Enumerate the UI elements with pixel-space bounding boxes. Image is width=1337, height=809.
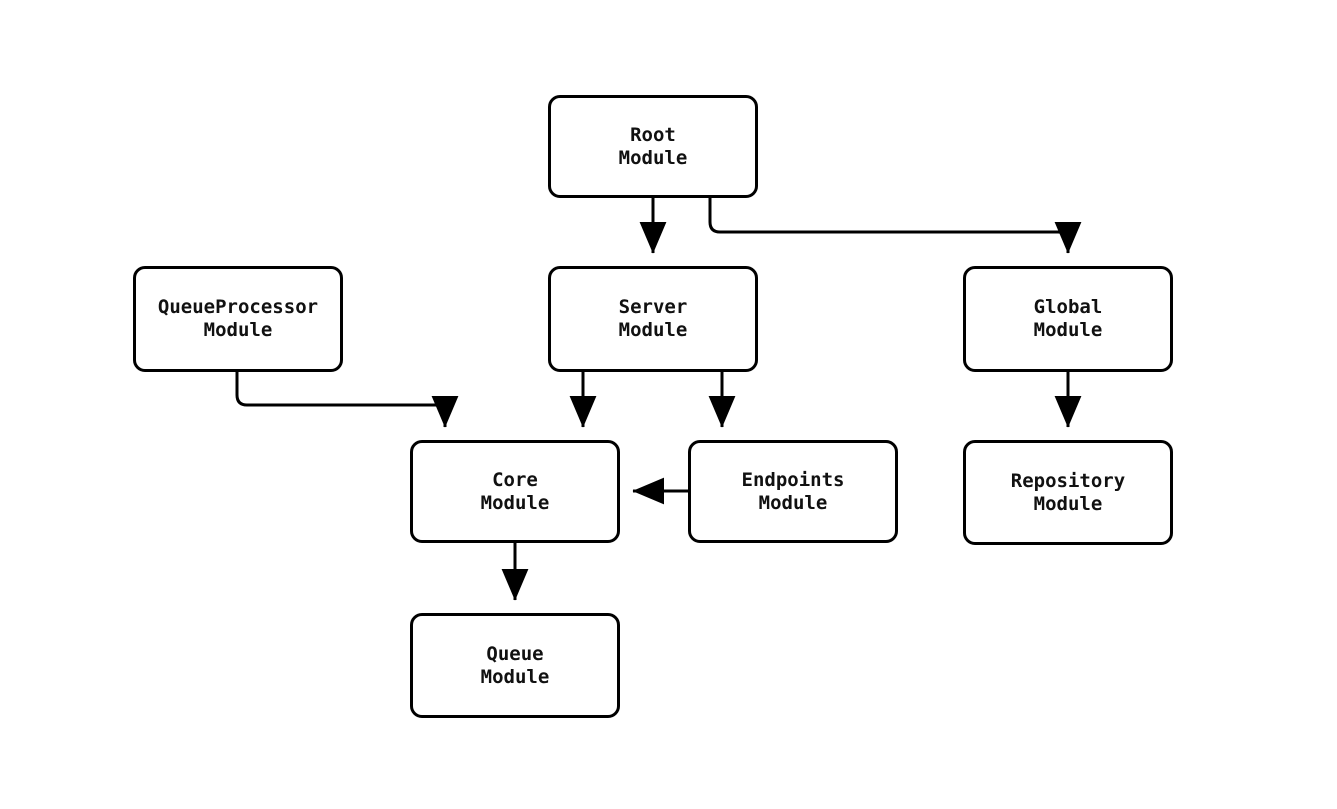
node-root-title: Root (630, 123, 676, 146)
node-queueprocessor-title: QueueProcessor (157, 296, 319, 318)
node-global-title: Global (1033, 296, 1103, 318)
node-server[interactable]: Server Module (548, 266, 758, 372)
node-core-subtitle: Module (480, 491, 550, 514)
node-queue-title: Queue (486, 642, 544, 665)
node-repository-subtitle: Module (1033, 492, 1103, 515)
node-queueprocessor-subtitle: Module (203, 319, 273, 341)
node-global-subtitle: Module (1033, 319, 1103, 341)
node-core[interactable]: Core Module (410, 440, 620, 543)
node-endpoints-title: Endpoints (741, 468, 845, 491)
node-queue[interactable]: Queue Module (410, 613, 620, 718)
node-server-subtitle: Module (618, 319, 688, 341)
node-queueprocessor[interactable]: QueueProcessor Module (133, 266, 343, 372)
node-root[interactable]: Root Module (548, 95, 758, 198)
node-endpoints[interactable]: Endpoints Module (688, 440, 898, 543)
edge-root-to-global (708, 198, 1082, 254)
node-server-title: Server (618, 296, 688, 318)
node-queue-subtitle: Module (480, 665, 550, 688)
edge-queueprocessor-to-core (235, 372, 459, 428)
node-endpoints-subtitle: Module (758, 491, 828, 514)
node-root-subtitle: Module (618, 146, 688, 169)
node-repository-title: Repository (1010, 469, 1126, 492)
node-core-title: Core (492, 468, 538, 491)
node-repository[interactable]: Repository Module (963, 440, 1173, 545)
node-global[interactable]: Global Module (963, 266, 1173, 372)
